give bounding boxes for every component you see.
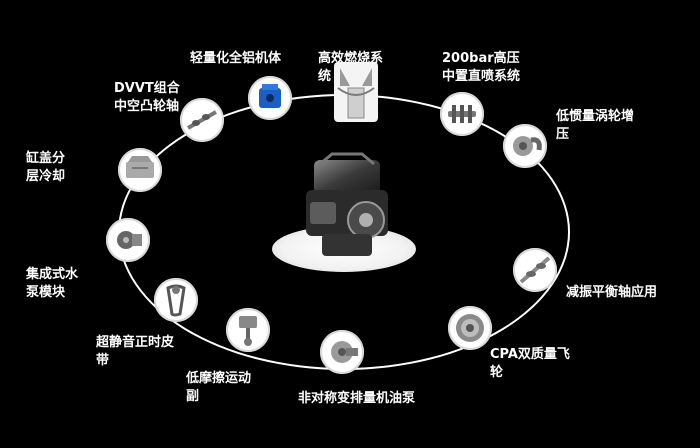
piston-rod-icon <box>239 316 257 346</box>
camshaft-icon <box>187 110 217 130</box>
label-turbo: 低惯量涡轮增 压 <box>556 109 635 142</box>
label-flywheel: CPA双质量飞 轮 <box>490 347 570 380</box>
node-oilpump <box>320 330 364 374</box>
label-friction: 低摩擦运动 副 <box>186 371 252 404</box>
node-waterpump <box>106 218 150 262</box>
node-friction <box>226 308 270 352</box>
cylinder-head-icon <box>126 156 154 178</box>
oil-pump-icon <box>331 341 358 363</box>
label-cooling: 缸盖分 层冷却 <box>26 151 66 184</box>
node-cooling <box>118 148 162 192</box>
dual-mass-flywheel-icon <box>456 314 484 342</box>
engine-icon <box>306 152 388 256</box>
fuel-injector-icon <box>448 105 476 123</box>
node-flywheel <box>448 306 492 350</box>
timing-belt-icon <box>166 284 186 317</box>
label-lightweight: 轻量化全铝机体 <box>190 51 282 66</box>
label-dvvt: DVVT组合 中空凸轮轴 <box>114 81 180 114</box>
balance-shaft-icon <box>519 256 551 284</box>
node-belt <box>154 278 198 322</box>
label-belt: 超静音正时皮 带 <box>96 335 175 368</box>
water-pump-icon <box>117 231 142 249</box>
node-turbo <box>503 124 547 168</box>
node-lightweight <box>248 76 292 120</box>
label-balance: 减振平衡轴应用 <box>566 285 658 300</box>
label-injection: 200bar高压 中置直喷系统 <box>442 51 521 84</box>
aluminum-engine-block-icon <box>259 84 281 108</box>
node-balance <box>513 248 557 292</box>
node-dvvt <box>180 98 224 142</box>
label-oilpump: 非对称变排量机油泵 <box>298 391 416 406</box>
combustion-chamber-graphic <box>334 62 378 122</box>
label-combustion: 高效燃烧系 统 <box>318 51 384 84</box>
node-injection <box>440 92 484 136</box>
turbocharger-icon <box>513 136 542 156</box>
label-waterpump: 集成式水 泵模块 <box>26 267 79 300</box>
